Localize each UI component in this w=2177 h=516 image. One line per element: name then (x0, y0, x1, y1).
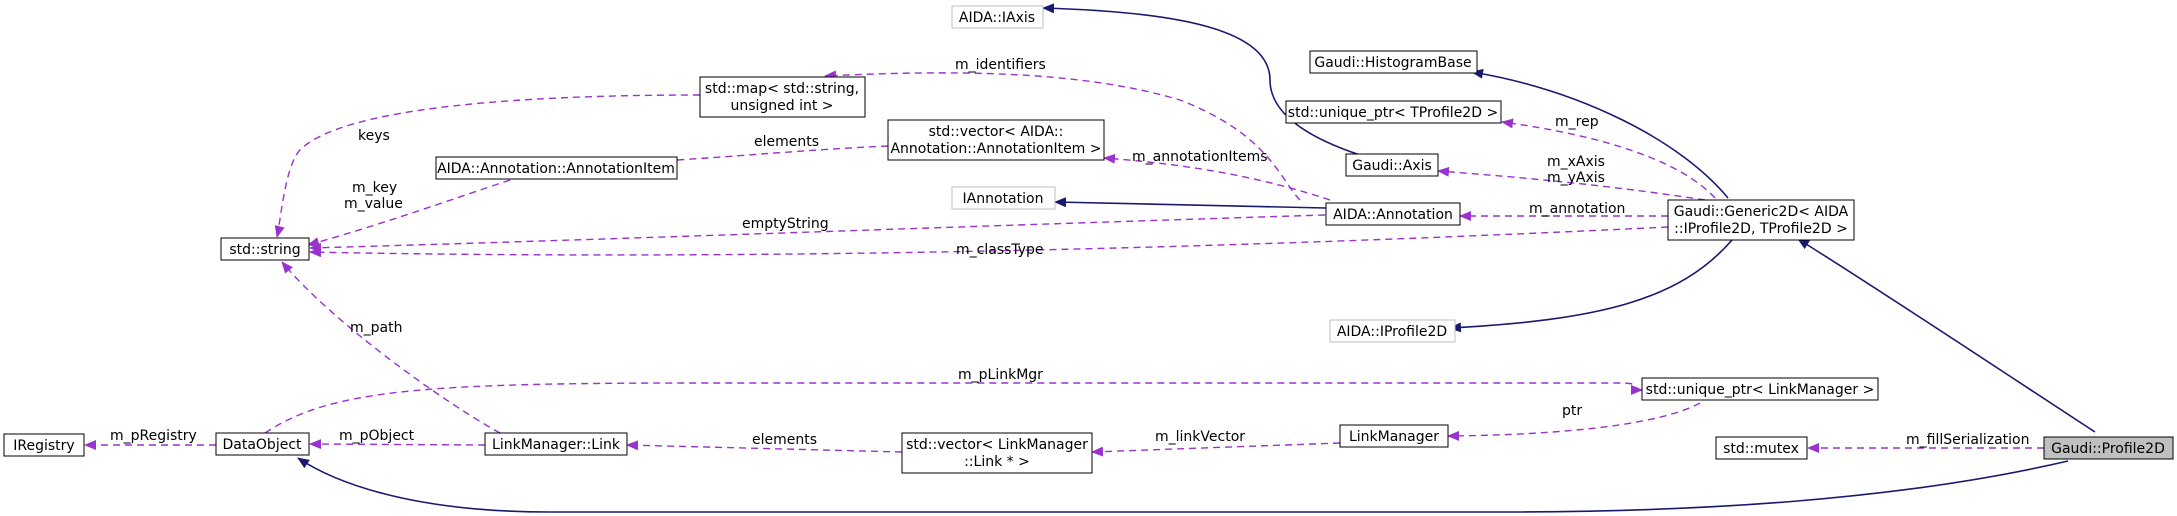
svg-text:AIDA::Annotation::AnnotationIt: AIDA::Annotation::AnnotationItem (437, 161, 675, 177)
svg-text:AIDA::Annotation: AIDA::Annotation (1333, 207, 1453, 223)
edge-annotation-to-iannotation (1054, 197, 1327, 209)
node-vector-annotation-item[interactable]: std::vector< AIDA:: Annotation::Annotati… (887, 119, 1105, 161)
label-m-rep: m_rep (1555, 114, 1599, 130)
label-m-annotation: m_annotation (1529, 201, 1625, 217)
label-m-pregistry: m_pRegistry (110, 428, 197, 444)
svg-text:std::mutex: std::mutex (1723, 441, 1799, 457)
node-aida-annotation[interactable]: AIDA::Annotation (1325, 202, 1461, 226)
node-std-string[interactable]: std::string (220, 237, 310, 261)
svg-text:std::unique_ptr< LinkManager >: std::unique_ptr< LinkManager > (1646, 382, 1875, 398)
label-emptystring: emptyString (742, 216, 829, 232)
svg-text:std::vector< AIDA::: std::vector< AIDA:: (929, 124, 1064, 140)
label-m-path: m_path (350, 320, 402, 336)
svg-text:std::vector< LinkManager: std::vector< LinkManager (906, 437, 1088, 453)
svg-text:::Link * >: ::Link * > (964, 454, 1030, 470)
label-elements-annotation: elements (754, 134, 819, 150)
svg-text:::IProfile2D, TProfile2D >: ::IProfile2D, TProfile2D > (1674, 221, 1848, 237)
edge-annotation-to-map (824, 70, 1301, 201)
label-m-plinkmgr: m_pLinkMgr (958, 367, 1043, 383)
svg-text:LinkManager: LinkManager (1349, 429, 1439, 445)
label-m-annotationitems: m_annotationItems (1132, 149, 1268, 165)
edge-link-to-string (281, 261, 501, 434)
svg-text:std::string: std::string (229, 242, 300, 258)
edge-linkmanager-to-vectorlink (1091, 442, 1341, 457)
node-iannotation[interactable]: IAnnotation (951, 186, 1056, 210)
node-aida-iprofile2d[interactable]: AIDA::IProfile2D (1329, 319, 1456, 343)
svg-text:std::unique_ptr< TProfile2D >: std::unique_ptr< TProfile2D > (1288, 105, 1498, 121)
node-generic2d[interactable]: Gaudi::Generic2D< AIDA ::IProfile2D, TPr… (1667, 199, 1855, 241)
edge-uniqueptr-to-linkmanager (1447, 402, 1701, 441)
label-keys: keys (358, 128, 390, 144)
node-std-map[interactable]: std::map< std::string, unsigned int > (699, 76, 866, 118)
node-aida-iaxis[interactable]: AIDA::IAxis (951, 5, 1044, 29)
edge-generic2d-to-string (309, 226, 1669, 258)
label-m-key: m_key (352, 180, 397, 196)
node-vector-link[interactable]: std::vector< LinkManager ::Link * > (901, 432, 1093, 474)
node-iregistry[interactable]: IRegistry (3, 433, 85, 457)
svg-text:Gaudi::Generic2D< AIDA: Gaudi::Generic2D< AIDA (1674, 204, 1849, 220)
edge-profile2d-to-dataobject (297, 457, 2069, 513)
edge-vectorlink-to-link (626, 440, 903, 453)
edge-generic2d-to-histogrambase (1471, 68, 1729, 199)
edge-map-to-string (274, 94, 701, 238)
label-m-classtype: m_classType (956, 242, 1044, 258)
label-m-linkvector: m_linkVector (1155, 429, 1245, 445)
node-dataobject[interactable]: DataObject (215, 432, 310, 456)
label-m-value: m_value (344, 196, 403, 212)
edge-generic2d-to-uniqueptrtprofile (1501, 118, 1716, 199)
node-gaudi-profile2d[interactable]: Gaudi::Profile2D (2043, 436, 2174, 460)
edge-annotation-to-string (309, 214, 1326, 253)
label-m-fillserialization: m_fillSerialization (1906, 432, 2029, 448)
edge-generic2d-to-iprofile2d (1449, 239, 1733, 333)
edge-profile2d-to-generic2d (1797, 238, 2096, 433)
node-unique-ptr-linkmanager[interactable]: std::unique_ptr< LinkManager > (1641, 377, 1879, 401)
edge-link-to-dataobject (309, 439, 486, 450)
edge-dataobject-to-uniqueptr (264, 382, 1643, 434)
label-m-pobject: m_pObject (339, 428, 415, 444)
svg-text:Gaudi::Axis: Gaudi::Axis (1352, 158, 1432, 174)
svg-text:Annotation::AnnotationItem >: Annotation::AnnotationItem > (890, 141, 1101, 157)
label-m-identifiers: m_identifiers (955, 57, 1046, 73)
svg-text:Gaudi::Profile2D: Gaudi::Profile2D (2051, 441, 2165, 457)
svg-text:Gaudi::HistogramBase: Gaudi::HistogramBase (1314, 55, 1471, 71)
svg-text:IAnnotation: IAnnotation (963, 191, 1044, 207)
node-linkmanager-link[interactable]: LinkManager::Link (484, 432, 628, 456)
svg-text:AIDA::IAxis: AIDA::IAxis (959, 10, 1035, 26)
label-m-yaxis: m_yAxis (1547, 170, 1605, 186)
svg-text:std::map< std::string,: std::map< std::string, (705, 81, 859, 97)
svg-text:DataObject: DataObject (222, 437, 302, 453)
edge-axis-to-iaxis (1042, 3, 1361, 156)
svg-text:AIDA::IProfile2D: AIDA::IProfile2D (1337, 324, 1447, 340)
edge-annotationitem-to-string (307, 179, 511, 247)
svg-text:LinkManager::Link: LinkManager::Link (492, 437, 621, 453)
edge-annotation-to-vectorannot (1103, 153, 1331, 201)
node-std-mutex[interactable]: std::mutex (1715, 436, 1808, 460)
node-gaudi-axis[interactable]: Gaudi::Axis (1345, 153, 1439, 177)
node-annotation-item[interactable]: AIDA::Annotation::AnnotationItem (435, 156, 678, 180)
edge-generic2d-to-axis (1437, 166, 1706, 201)
label-ptr: ptr (1562, 403, 1582, 419)
svg-text:unsigned int >: unsigned int > (730, 98, 833, 114)
node-histogram-base[interactable]: Gaudi::HistogramBase (1309, 50, 1478, 74)
label-m-xaxis: m_xAxis (1547, 154, 1605, 170)
node-unique-ptr-tprofile2d[interactable]: std::unique_ptr< TProfile2D > (1285, 100, 1502, 124)
node-linkmanager[interactable]: LinkManager (1339, 424, 1449, 448)
svg-text:IRegistry: IRegistry (13, 438, 74, 454)
label-elements-link: elements (752, 432, 817, 448)
